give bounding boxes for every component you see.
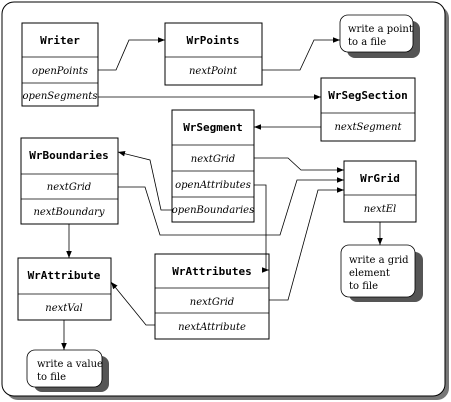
note-write-point: write a point to a file bbox=[339, 14, 420, 58]
note-line: write a grid bbox=[349, 255, 409, 266]
class-wrattributes: WrAttributes nextGrid nextAttribute bbox=[154, 253, 270, 340]
class-name: WrBoundaries bbox=[29, 149, 108, 162]
note-line: to file bbox=[349, 281, 378, 292]
class-wrsegment: WrSegment nextGrid openAttributes openBo… bbox=[171, 109, 255, 223]
attribute: nextVal bbox=[45, 303, 82, 314]
class-wrgrid: WrGrid nextEl bbox=[343, 160, 417, 223]
class-wrpoints: WrPoints nextPoint bbox=[164, 22, 263, 86]
attribute: nextGrid bbox=[190, 297, 234, 308]
attribute: nextBoundary bbox=[33, 207, 104, 218]
connector-boundaries-nextgrid bbox=[118, 177, 344, 236]
note-line: to a file bbox=[348, 37, 386, 48]
note-write-grid: write a grid element to file bbox=[340, 244, 423, 302]
attribute: openAttributes bbox=[175, 180, 251, 191]
note-line: write a point bbox=[348, 24, 413, 35]
connector-attributes-nextgrid bbox=[269, 187, 344, 301]
connector-nextattribute bbox=[110, 281, 155, 326]
attribute: openPoints bbox=[32, 66, 88, 77]
class-name: WrSegSection bbox=[328, 89, 407, 102]
attribute: nextAttribute bbox=[178, 322, 246, 333]
class-writer: Writer openPoints openSegments bbox=[21, 22, 99, 107]
class-name: WrAttribute bbox=[28, 269, 101, 282]
attribute: nextGrid bbox=[47, 182, 91, 193]
class-name: WrSegment bbox=[183, 121, 243, 134]
attribute: nextEl bbox=[364, 204, 397, 215]
note-write-value: write a value to file bbox=[26, 349, 109, 392]
connector-openattributes bbox=[254, 184, 269, 273]
class-wrboundaries: WrBoundaries nextGrid nextBoundary bbox=[20, 137, 119, 225]
class-name: Writer bbox=[40, 34, 80, 47]
attribute: openSegments bbox=[23, 91, 98, 102]
connector-openpoints bbox=[98, 37, 165, 71]
connector-segment-nextgrid bbox=[254, 157, 344, 173]
connector-nextpoint bbox=[262, 37, 340, 71]
note-line: write a value bbox=[37, 359, 103, 370]
attribute: nextSegment bbox=[334, 122, 402, 133]
class-wrsegsection: WrSegSection nextSegment bbox=[320, 77, 416, 142]
class-wrattribute: WrAttribute nextVal bbox=[17, 257, 112, 321]
class-name: WrPoints bbox=[187, 34, 240, 47]
note-line: element bbox=[349, 268, 390, 279]
attribute: openBoundaries bbox=[172, 205, 254, 216]
class-name: WrGrid bbox=[360, 172, 400, 185]
attribute: nextPoint bbox=[189, 66, 238, 77]
note-line: to file bbox=[37, 372, 66, 383]
connector-openboundaries bbox=[117, 150, 172, 211]
attribute: nextGrid bbox=[191, 154, 235, 165]
class-name: WrAttributes bbox=[172, 265, 251, 278]
